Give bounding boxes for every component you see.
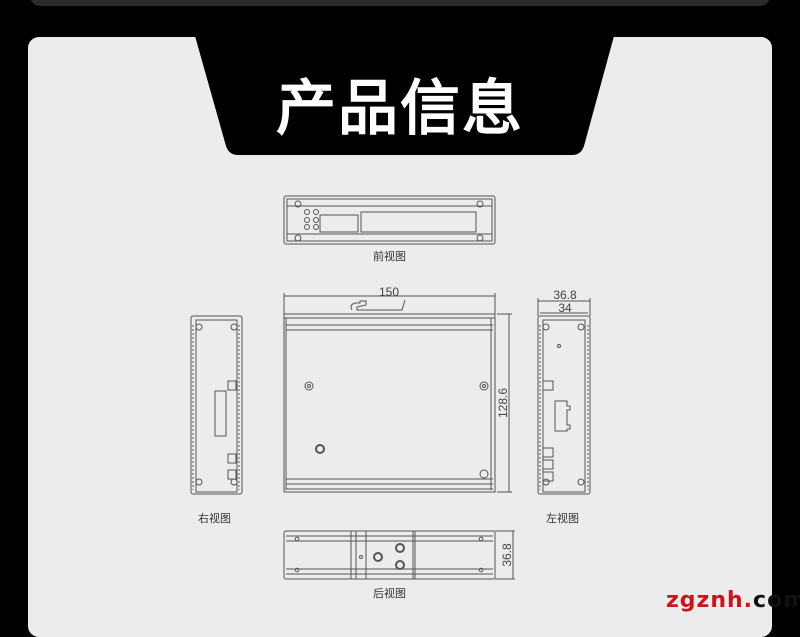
- back-view-label: 后视图: [373, 587, 406, 600]
- dim-height: 128.6: [496, 388, 510, 418]
- dim-depth-inner: 34: [558, 301, 572, 315]
- right-view-drawing: [190, 315, 243, 495]
- title-banner: [195, 36, 614, 155]
- top-view-drawing: [283, 293, 512, 493]
- page-title: 产品信息: [276, 74, 524, 144]
- top-strip: [30, 0, 770, 6]
- technical-drawings: 150 128.6 36.8 34 36.8: [190, 195, 591, 580]
- front-view-label: 前视图: [373, 250, 406, 263]
- dim-width: 150: [379, 285, 399, 299]
- left-view-drawing: [537, 298, 591, 495]
- right-view-label: 右视图: [198, 512, 231, 525]
- watermark-logo: zgznh.com: [666, 588, 800, 613]
- back-view-drawing: [283, 530, 515, 580]
- dim-back-depth: 36.8: [500, 543, 514, 567]
- left-view-label: 左视图: [546, 512, 579, 525]
- dim-depth-outer: 36.8: [553, 288, 577, 302]
- front-view-drawing: [283, 195, 496, 245]
